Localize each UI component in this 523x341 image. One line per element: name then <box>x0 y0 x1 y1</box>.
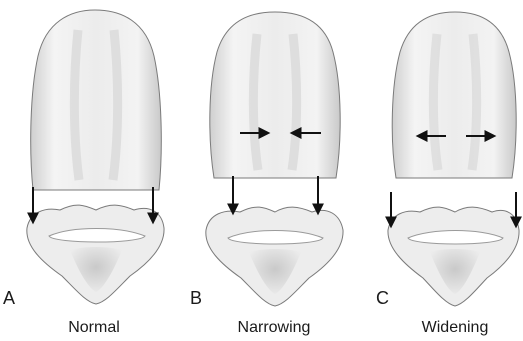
panel-letter-c: C <box>376 289 389 307</box>
upper-crown-normal <box>31 10 162 190</box>
panel-letter-b: B <box>190 289 202 307</box>
caption-widening: Widening <box>385 320 523 336</box>
panel-letter-a: A <box>3 289 15 307</box>
lower-tooth-normal <box>27 205 164 304</box>
caption-normal: Normal <box>24 320 164 336</box>
upper-crown-narrowing <box>210 12 340 178</box>
lower-tooth-widening <box>388 207 519 306</box>
panel-widening <box>388 12 519 306</box>
caption-narrowing: Narrowing <box>204 320 344 336</box>
lower-tooth-narrowing <box>206 207 343 306</box>
panel-narrowing <box>206 12 343 306</box>
upper-crown-widening <box>392 12 516 178</box>
panel-normal <box>27 10 164 304</box>
